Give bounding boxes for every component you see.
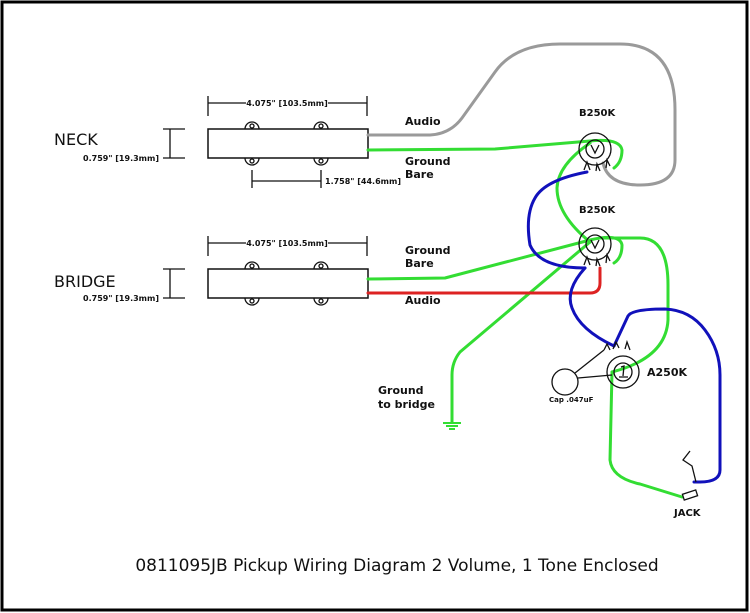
neck-pot-lugs <box>583 157 611 172</box>
bridge-length-dimension: 4.075" [103.5mm] <box>246 239 328 248</box>
volume-link-wire <box>526 170 589 270</box>
jack-ground-wire <box>608 370 684 499</box>
jack-label: JACK <box>673 508 702 519</box>
bridge-mounting-ears <box>244 261 329 306</box>
bridge-volume-pot: B250K <box>578 205 616 267</box>
neck-audio-wire <box>366 42 677 187</box>
tone-pot-lugs <box>603 339 631 351</box>
pot-ground-link-wire <box>555 141 592 244</box>
jack-tip-contact <box>682 450 697 483</box>
neck-pickup: NECK 4.075" [103.5mm] 0.759" [19.3mm] 1.… <box>54 96 401 188</box>
bridge-pickup-body <box>207 268 369 299</box>
neck-pole-spacing-dimension: 1.758" [44.6mm] <box>325 177 401 186</box>
bridge-pot-lugs <box>583 252 611 267</box>
bridge-audio-wire <box>366 266 602 295</box>
neck-label: NECK <box>54 130 98 149</box>
ground-to-tone-wire <box>598 236 670 374</box>
bridge-label: BRIDGE <box>54 272 116 291</box>
output-to-jack-wire <box>612 307 722 484</box>
neck-height-dimension: 0.759" [19.3mm] <box>83 154 159 163</box>
tone-pot: A250K <box>603 339 687 389</box>
bridge-volume-pot-label: B250K <box>579 205 616 216</box>
neck-volume-pot: B250K <box>578 108 616 172</box>
diagram-title: 0811095JB Pickup Wiring Diagram 2 Volume… <box>135 556 658 576</box>
output-jack: JACK <box>673 450 702 519</box>
bridge-height-dimension: 0.759" [19.3mm] <box>83 294 159 303</box>
neck-pickup-body <box>207 128 369 159</box>
tone-capacitor: Cap .047uF <box>549 349 613 404</box>
bridge-bare-label: Bare <box>405 257 434 270</box>
bridge-audio-label: Audio <box>405 294 441 307</box>
ground-to-bridge-wire <box>450 240 592 424</box>
neck-bare-label: Bare <box>405 168 434 181</box>
neck-volume-pot-label: B250K <box>579 108 616 119</box>
tone-pot-label: A250K <box>647 366 687 379</box>
neck-ground-wire <box>366 138 624 170</box>
bridge-pickup: BRIDGE 4.075" [103.5mm] 0.759" [19.3mm] <box>54 236 369 306</box>
neck-audio-label: Audio <box>405 115 441 128</box>
ground-symbol-icon <box>443 422 461 430</box>
neck-mounting-ears <box>244 121 329 166</box>
wire-labels: Audio Ground Bare Ground Bare Audio Grou… <box>378 115 451 411</box>
capacitor-label: Cap .047uF <box>549 396 594 404</box>
neck-ground-label: Ground <box>405 155 451 168</box>
bridge-ground-wire <box>366 235 624 281</box>
volume-to-tone-wire <box>568 266 616 348</box>
bridge-ground-label: Ground <box>405 244 451 257</box>
ground-to-bridge-label-1: Ground <box>378 384 424 397</box>
neck-length-dimension: 4.075" [103.5mm] <box>246 99 328 108</box>
jack-sleeve-contact <box>681 489 699 501</box>
ground-to-bridge-label-2: to bridge <box>378 398 435 411</box>
